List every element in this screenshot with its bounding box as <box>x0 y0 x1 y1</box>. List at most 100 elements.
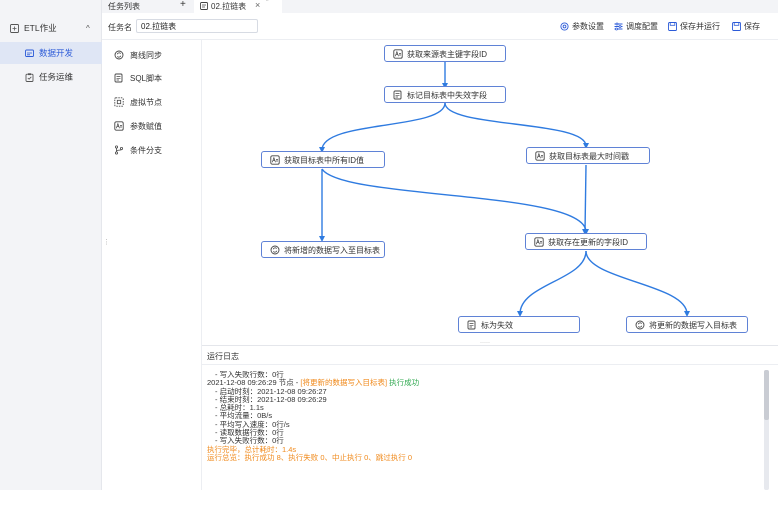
panel-splitter[interactable] <box>202 345 778 346</box>
schedule-config-label: 调度配置 <box>626 22 658 31</box>
param-assign-icon <box>535 151 545 161</box>
task-name-label: 任务名 <box>108 23 132 32</box>
etl-icon <box>9 23 19 33</box>
log-line: - 总耗时：1.1s <box>215 403 264 413</box>
tab-label: 02.拉链表 <box>211 2 247 11</box>
data-dev-icon <box>24 48 34 58</box>
task-name-input[interactable] <box>136 19 258 33</box>
log-scrollbar-thumb[interactable] <box>764 370 769 420</box>
palette-item-label: 离线同步 <box>130 50 162 60</box>
log-line: - 写入失败行数：0行 <box>215 436 284 446</box>
log-line: 2021-12-08 09:26:29 节点 - [将更新的数据写入目标表] 执… <box>207 379 759 387</box>
workflow-node[interactable]: 标记目标表中失效字段 <box>384 86 506 103</box>
schedule-icon <box>614 22 623 31</box>
task-header: 任务名 参数设置 调度配置 保存并运行 保存 <box>102 13 778 40</box>
param-assign-icon <box>534 237 544 247</box>
log-content: - 写入失败行数：0行 2021-12-08 09:26:29 节点 - [将更… <box>207 371 759 486</box>
node-label: 将更新的数据写入目标表 <box>649 321 737 330</box>
workflow-node[interactable]: 获取目标表中所有ID值 <box>261 151 385 168</box>
save-button[interactable]: 保存 <box>732 21 760 32</box>
workflow-canvas[interactable]: 获取来源表主键字段ID 标记目标表中失效字段 获取目标表中所有ID值 获取目标表… <box>202 40 778 345</box>
log-line: - 写入失败行数：0行 <box>215 371 284 379</box>
workflow-node[interactable]: 将新增的数据写入至目标表 <box>261 241 385 258</box>
palette-item-label: SQL脚本 <box>130 73 163 83</box>
edge-n2-n4 <box>444 102 589 149</box>
save-label: 保存 <box>744 22 760 31</box>
node-label: 获取来源表主键字段ID <box>407 50 487 59</box>
node-label: 获取目标表最大时间戳 <box>549 152 629 161</box>
param-settings-label: 参数设置 <box>572 22 604 31</box>
save-icon <box>732 22 741 31</box>
palette-item-virtual-node[interactable]: 虚拟节点 <box>114 95 162 109</box>
param-assign-icon <box>270 155 280 165</box>
task-list-tab[interactable]: 任务列表 <box>108 2 140 11</box>
offline-sync-icon <box>635 320 645 330</box>
param-assign-icon <box>114 121 124 131</box>
bottom-strip <box>0 490 778 506</box>
save-icon <box>668 22 677 31</box>
splitter-grip-icon[interactable]: ····· <box>480 340 490 346</box>
log-line: - 启动时刻：2021-12-08 09:26:27 <box>215 386 327 396</box>
tab-bar: 任务列表 + 02.拉链表 × * <box>102 0 778 13</box>
palette-item-offline-sync[interactable]: 离线同步 <box>114 48 162 62</box>
edge-n6-n8 <box>585 250 690 317</box>
sidebar-item-label: ETL作业 <box>24 23 57 33</box>
workflow-node[interactable]: 标为失效 <box>458 316 580 333</box>
edge-n6-n7 <box>517 250 587 317</box>
run-log-title: 运行日志 <box>207 352 239 361</box>
sidebar-item-label: 任务运维 <box>39 72 74 82</box>
tab-zipper-table[interactable]: 02.拉链表 × * <box>194 0 282 13</box>
log-timestamp: 2021-12-08 09:26:29 节点 - <box>207 378 301 388</box>
edge-n3-n6 <box>321 168 589 235</box>
workflow-node[interactable]: 获取来源表主键字段ID <box>384 45 506 62</box>
param-assign-icon <box>393 49 403 59</box>
left-sidebar: ETL作业 ^ 数据开发 任务运维 <box>0 0 102 490</box>
condition-branch-icon <box>114 145 124 155</box>
log-summary-line: 执行完毕，总计耗时：1.4s <box>207 444 297 454</box>
save-and-run-button[interactable]: 保存并运行 <box>668 21 720 32</box>
log-node-name: [将更新的数据写入目标表] <box>300 378 388 388</box>
workflow-node[interactable]: 获取目标表最大时间戳 <box>526 147 650 164</box>
node-label: 获取目标表中所有ID值 <box>284 156 364 165</box>
run-log-panel: 运行日志 - 写入失败行数：0行 2021-12-08 09:26:29 节点 … <box>202 346 778 490</box>
node-label: 获取存在更新的字段ID <box>548 238 628 247</box>
divider <box>202 364 778 365</box>
palette-item-param-assign[interactable]: 参数赋值 <box>114 119 162 133</box>
close-icon[interactable]: × <box>255 0 261 10</box>
log-status: 执行成功 <box>387 378 420 388</box>
log-line: - 平均流量：0B/s <box>215 411 273 421</box>
sql-script-icon <box>393 90 402 100</box>
palette-item-sql-script[interactable]: SQL脚本 <box>114 71 162 85</box>
sql-script-icon <box>114 73 124 83</box>
offline-sync-icon <box>114 50 124 60</box>
sidebar-item-etl[interactable]: ETL作业 ^ <box>0 17 102 39</box>
log-line: - 平均写入速度：0行/s <box>215 419 290 429</box>
sql-script-icon <box>467 320 476 330</box>
log-scrollbar[interactable] <box>764 370 769 490</box>
log-line: - 读取数据行数：0行 <box>215 428 284 438</box>
sidebar-item-label: 数据开发 <box>39 48 74 58</box>
workflow-node[interactable]: 获取存在更新的字段ID <box>525 233 647 250</box>
resize-handle[interactable]: ⋮ <box>103 239 110 246</box>
add-tab-button[interactable]: + <box>180 0 186 10</box>
unsaved-indicator: * <box>266 0 269 5</box>
gear-icon <box>560 22 569 31</box>
palette-item-label: 条件分支 <box>130 145 162 155</box>
node-label: 标为失效 <box>481 321 513 330</box>
palette-item-condition-branch[interactable]: 条件分支 <box>114 143 162 157</box>
param-settings-button[interactable]: 参数设置 <box>560 21 604 32</box>
log-line: - 结束时刻：2021-12-08 09:26:29 <box>215 394 327 404</box>
chevron-up-icon[interactable]: ^ <box>86 23 90 33</box>
node-palette: 离线同步 SQL脚本 虚拟节点 参数赋值 条件分支 <box>102 40 202 490</box>
sidebar-item-data-dev[interactable]: 数据开发 <box>0 42 102 64</box>
palette-item-label: 虚拟节点 <box>130 97 162 107</box>
save-and-run-label: 保存并运行 <box>680 22 720 31</box>
task-ops-icon <box>24 72 34 82</box>
workflow-node[interactable]: 将更新的数据写入目标表 <box>626 316 748 333</box>
tab-document-icon <box>200 2 208 12</box>
sidebar-item-task-ops[interactable]: 任务运维 <box>0 66 102 88</box>
offline-sync-icon <box>270 245 280 255</box>
virtual-node-icon <box>114 97 124 107</box>
schedule-config-button[interactable]: 调度配置 <box>614 21 658 32</box>
edge-n4-n6 <box>582 164 589 235</box>
